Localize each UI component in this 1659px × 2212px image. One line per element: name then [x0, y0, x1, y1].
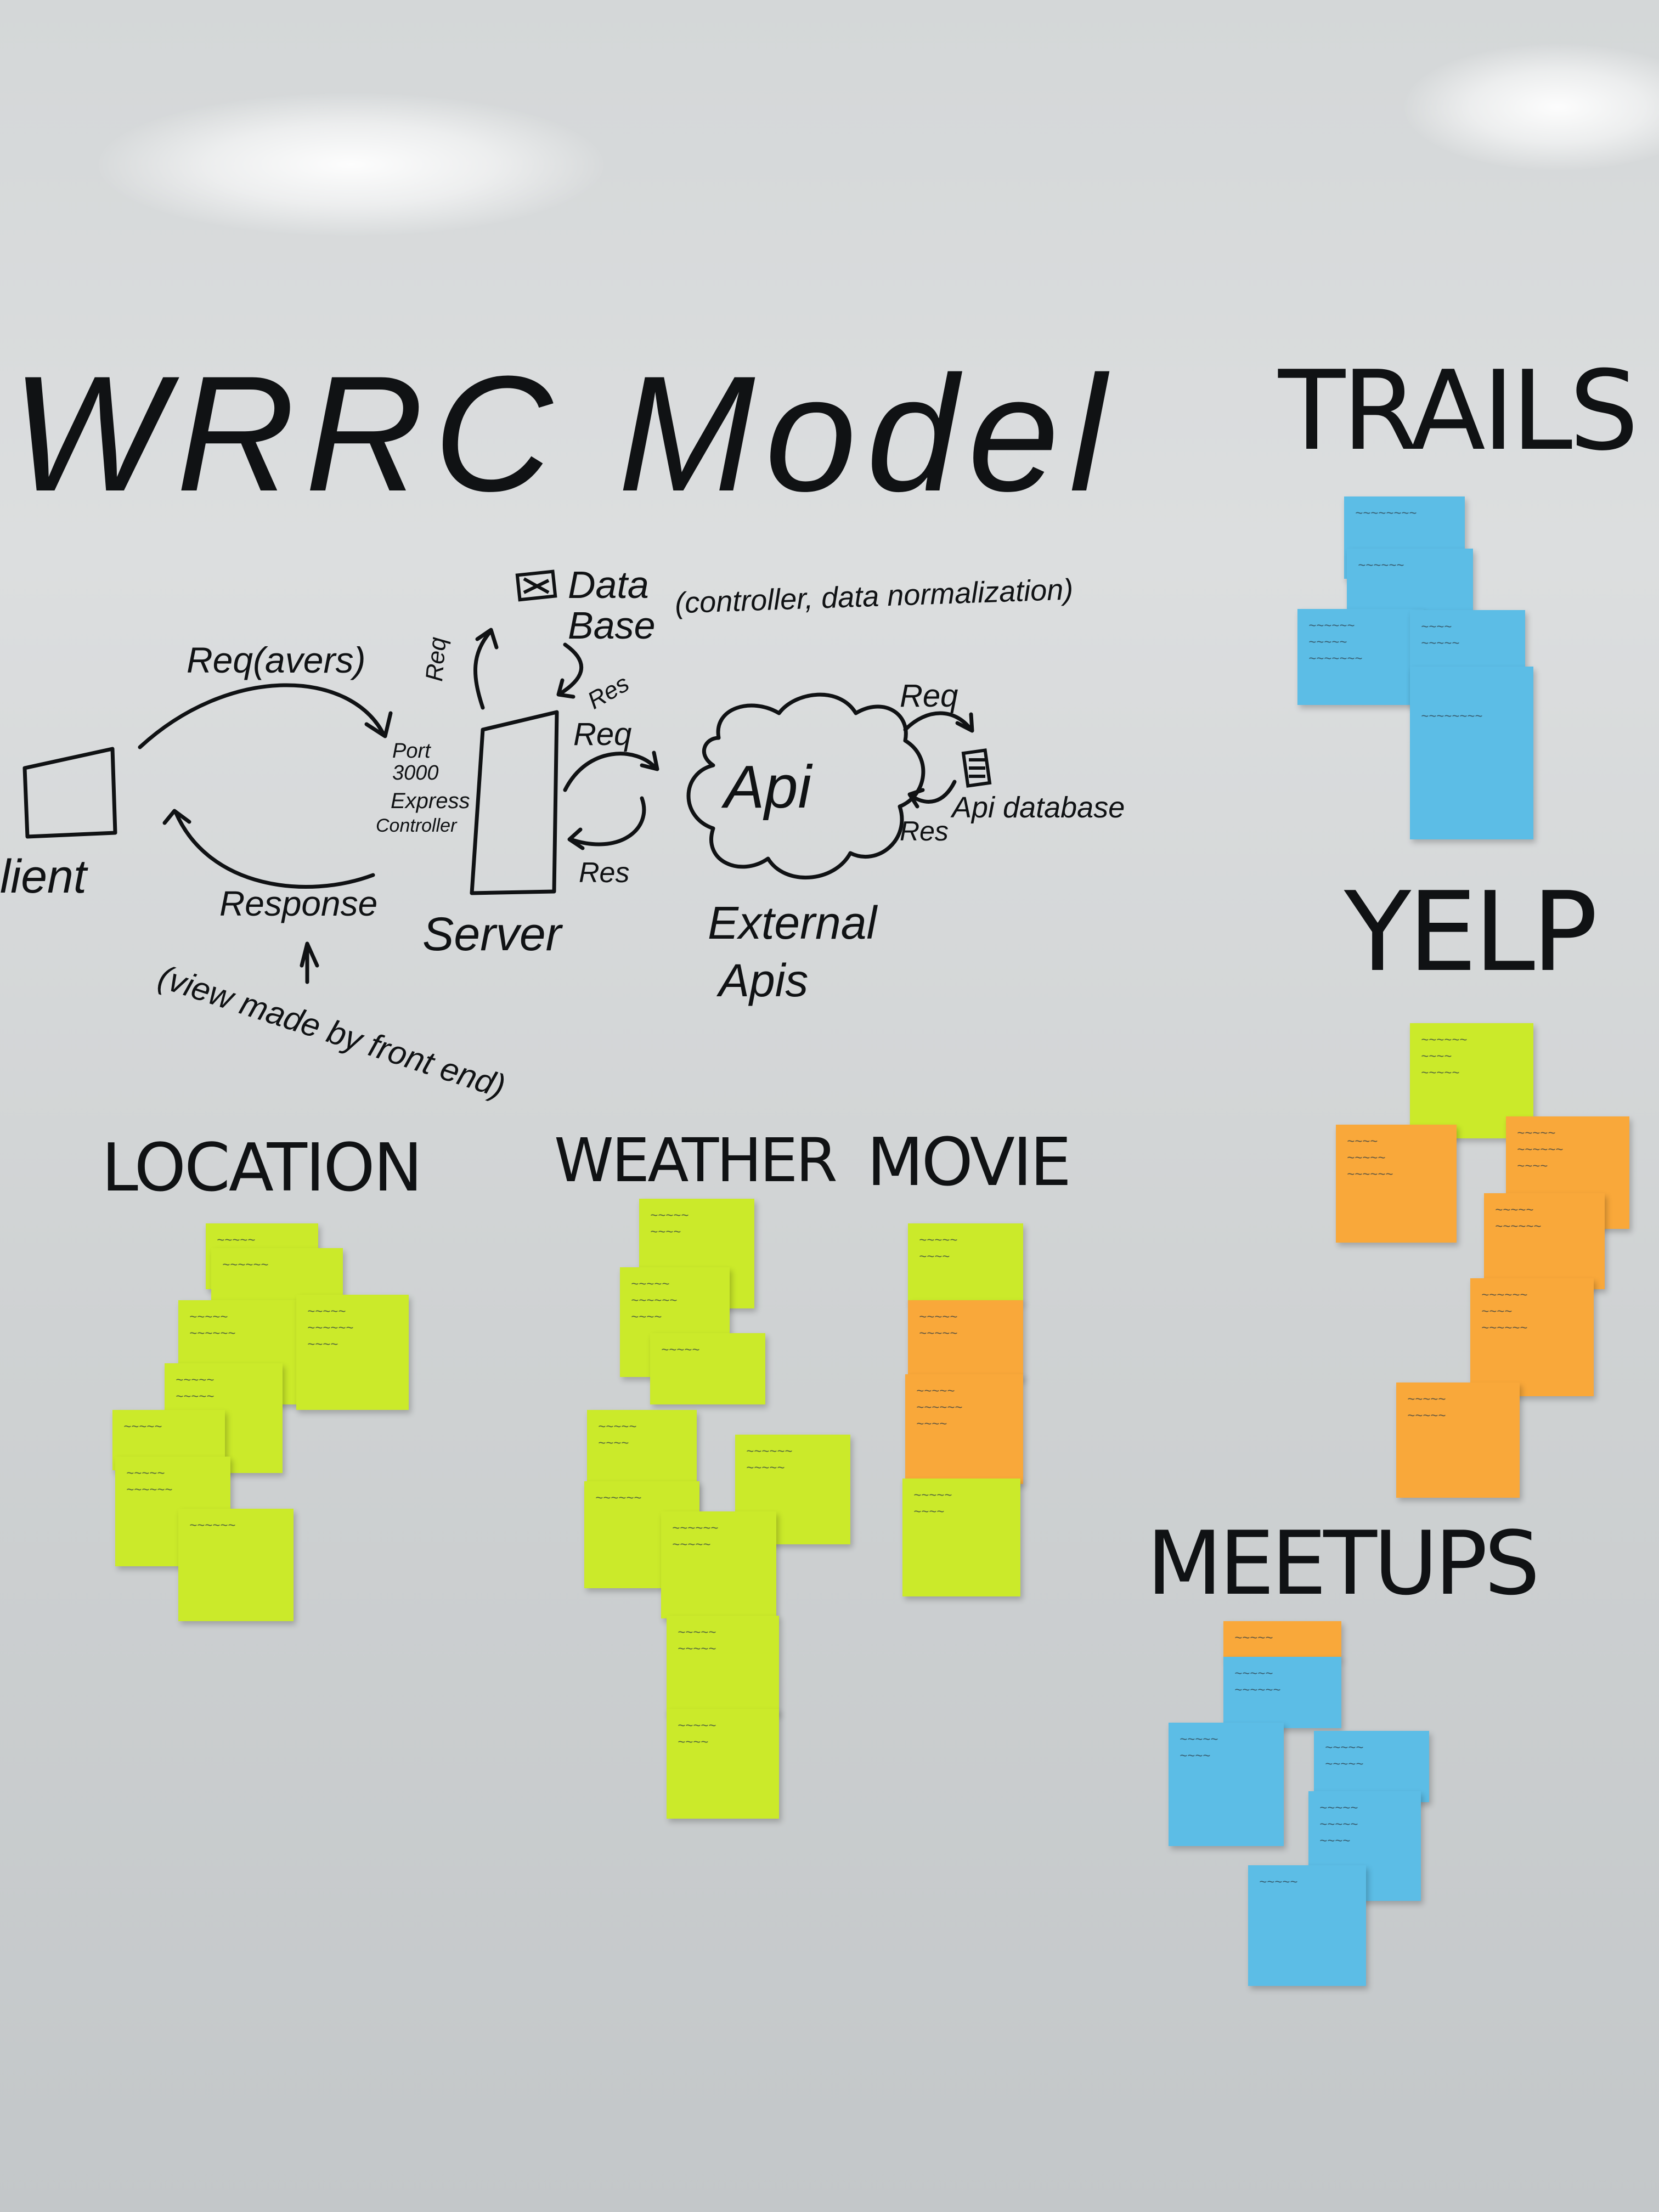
sticky-note: ~~~~~ — [1223, 1621, 1341, 1660]
req-to-api-arrow — [563, 752, 658, 792]
sticky-note: ~~~~~ ~~~~~~ ~~~~ — [296, 1295, 409, 1410]
external-label: External — [708, 897, 877, 949]
client-label: lient — [0, 850, 87, 903]
sticky-note: ~~~~~ ~~~~ — [667, 1709, 779, 1819]
light-glare-left — [99, 93, 603, 236]
sticky-note: ~~~~~ ~~~~ — [902, 1479, 1020, 1596]
req-up-arrow — [473, 629, 493, 710]
meetups-heading: MEETUPS — [1147, 1512, 1540, 1615]
sticky-note: ~~~~~~ ~~~~~ — [661, 1511, 776, 1618]
api-label: Api — [724, 753, 811, 821]
sticky-note: ~~~~~ ~~~~~ — [1396, 1383, 1520, 1498]
sticky-note: ~~~~~ ~~~~~ — [667, 1616, 779, 1714]
sticky-note: ~~~~~~~~ — [1410, 667, 1533, 839]
api-req-label: Req — [900, 678, 958, 714]
response-label: Response — [219, 884, 378, 923]
external-apis-label: Apis — [719, 955, 809, 1006]
res-down-arrow — [557, 642, 583, 696]
api-database-label: Api database — [952, 791, 1125, 824]
sticky-note: ~~~~~~ ~~~~ ~~~~~~ — [1470, 1278, 1594, 1396]
sticky-note: ~~~~~ ~~~~~ — [1314, 1731, 1429, 1802]
sticky-note: ~~~~~ — [650, 1333, 765, 1404]
sticky-note: ~~~~~ ~~~~~~ — [1223, 1657, 1341, 1728]
sticky-note: ~~~~~~ ~~~~ ~~~~~ — [1410, 1023, 1533, 1138]
board-title: WRRC Model — [11, 341, 1116, 526]
database-label: Data Base — [568, 563, 656, 647]
sticky-note: ~~~~~ — [1248, 1865, 1366, 1986]
server-box — [470, 710, 559, 895]
server-controller-label: Controller — [376, 815, 457, 836]
sticky-note: ~~~~ ~~~~~ ~~~~~~ — [1336, 1125, 1457, 1243]
server-express-label: Express — [391, 789, 470, 813]
sticky-note: ~~~~~ ~~~~ — [1169, 1723, 1284, 1846]
server-label: Server — [422, 908, 562, 961]
api-res-arrow — [909, 780, 957, 804]
view-arrow — [300, 941, 319, 984]
request-arrow — [138, 683, 386, 749]
sticky-note: ~~~~~ ~~~~~ — [908, 1300, 1023, 1380]
req-vertical-label: Req — [421, 636, 452, 683]
api-database-icon — [961, 748, 992, 788]
yelp-heading: YELP — [1344, 868, 1598, 996]
sticky-note: ~~~~~ ~~~~~~ — [1484, 1193, 1605, 1289]
res-from-api-arrow — [568, 796, 646, 847]
server-port-label: Port 3000 — [392, 740, 439, 785]
sticky-note: ~~~~~~ — [178, 1509, 294, 1621]
sticky-note: ~~~~~~ ~~~~~ ~~~~~~~ — [1297, 609, 1424, 705]
api-res-label: Res — [900, 816, 949, 847]
client-box — [22, 747, 117, 839]
location-heading: LOCATION — [101, 1130, 423, 1206]
sticky-note: ~~~~~ ~~~~~~ ~~~~ — [905, 1374, 1023, 1484]
weather-heading: WEATHER — [554, 1125, 838, 1195]
api-cloud — [686, 692, 926, 880]
response-arrow — [173, 810, 375, 889]
request-label: Req(avers) — [187, 640, 366, 680]
req-to-api-label: Req — [573, 716, 632, 752]
api-req-arrow — [903, 711, 973, 732]
light-glare-right — [1404, 44, 1659, 170]
movie-heading: MOVIE — [867, 1125, 1071, 1201]
trails-heading: TRAILS — [1278, 347, 1639, 475]
database-icon — [515, 569, 557, 602]
sticky-note: ~~~~~ ~~~~ — [908, 1223, 1023, 1303]
res-from-api-label: Res — [579, 857, 630, 889]
